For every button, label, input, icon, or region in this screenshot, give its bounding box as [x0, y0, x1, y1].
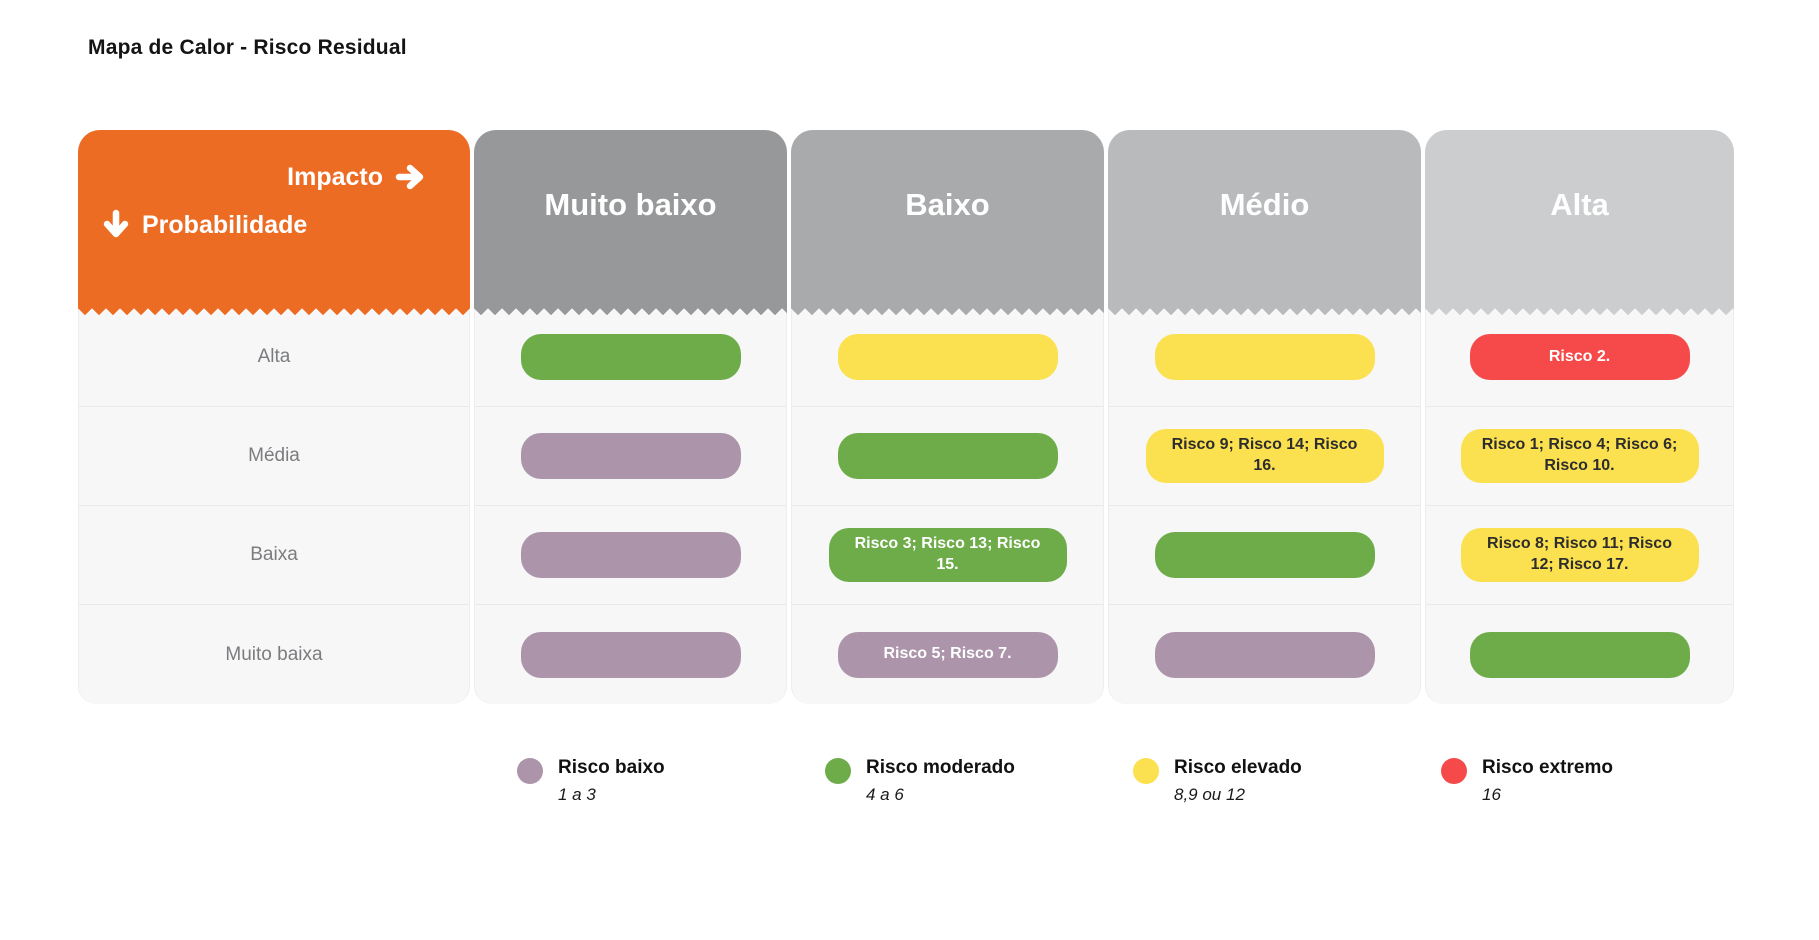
risk-pill — [837, 433, 1058, 479]
legend-label: Risco extremo — [1482, 757, 1613, 778]
risk-pill — [1154, 532, 1375, 578]
matrix-cell: Risco 1; Risco 4; Risco 6; Risco 10. — [1426, 407, 1733, 506]
legend-item-risco-moderado: Risco moderado 4 a 6 — [825, 757, 1133, 805]
matrix-corner-header: Impacto Probabilidade — [78, 130, 470, 315]
legend-dot — [1133, 758, 1159, 784]
probability-axis-label: Probabilidade — [142, 210, 308, 239]
matrix-cell — [475, 506, 786, 605]
legend: Risco baixo 1 a 3 Risco moderado 4 a 6 R… — [517, 757, 1749, 805]
impact-axis-header: Impacto — [78, 163, 470, 192]
risk-pill — [1469, 631, 1690, 678]
legend-dot — [1441, 758, 1467, 784]
risk-pill: Risco 3; Risco 13; Risco 15. — [828, 528, 1067, 582]
legend-range: 8,9 ou 12 — [1174, 784, 1245, 804]
matrix-cell — [1426, 605, 1733, 704]
row-label-cell: Média — [79, 407, 469, 506]
matrix-cell — [792, 308, 1103, 407]
matrix-body-column-medio: Risco 9; Risco 14; Risco 16. — [1108, 308, 1421, 704]
arrow-right-icon — [395, 164, 424, 190]
row-label-cell: Alta — [79, 308, 469, 407]
matrix-cell — [475, 407, 786, 506]
risk-pill — [1154, 631, 1375, 678]
risk-pill — [520, 532, 741, 578]
risk-pill: Risco 9; Risco 14; Risco 16. — [1145, 429, 1384, 483]
matrix-cell — [475, 605, 786, 704]
risk-pill — [520, 631, 741, 678]
row-label: Alta — [257, 346, 291, 367]
column-header-muito-baixo: Muito baixo — [474, 130, 787, 315]
row-label: Média — [248, 445, 300, 466]
legend-item-risco-baixo: Risco baixo 1 a 3 — [517, 757, 825, 805]
matrix-body-column-baixo: Risco 3; Risco 13; Risco 15. Risco 5; Ri… — [791, 308, 1104, 704]
legend-item-risco-elevado: Risco elevado 8,9 ou 12 — [1133, 757, 1441, 805]
impact-axis-label: Impacto — [287, 162, 383, 191]
legend-label: Risco elevado — [1174, 757, 1302, 778]
risk-pill — [837, 334, 1058, 380]
row-label: Muito baixa — [225, 643, 323, 665]
matrix-cell — [1109, 506, 1420, 605]
matrix-row-labels-column: Alta Média Baixa Muito baixa — [78, 308, 470, 704]
risk-matrix: Impacto Probabilidade Muito baixo Baixo … — [78, 130, 1734, 704]
matrix-cell — [475, 308, 786, 407]
arrow-down-icon — [103, 209, 129, 237]
risk-pill: Risco 1; Risco 4; Risco 6; Risco 10. — [1460, 429, 1699, 483]
column-header-label: Alta — [1550, 187, 1609, 223]
risk-pill — [1154, 334, 1375, 380]
column-header-baixo: Baixo — [791, 130, 1104, 315]
matrix-cell: Risco 2. — [1426, 308, 1733, 407]
matrix-cell: Risco 3; Risco 13; Risco 15. — [792, 506, 1103, 605]
matrix-cell: Risco 9; Risco 14; Risco 16. — [1109, 407, 1420, 506]
risk-pill — [520, 334, 741, 380]
risk-pill: Risco 8; Risco 11; Risco 12; Risco 17. — [1460, 528, 1699, 582]
risk-pill: Risco 5; Risco 7. — [837, 631, 1058, 678]
legend-dot — [825, 758, 851, 784]
matrix-body-column-muito-baixo — [474, 308, 787, 704]
column-header-medio: Médio — [1108, 130, 1421, 315]
risk-pill: Risco 2. — [1469, 334, 1690, 380]
legend-range: 1 a 3 — [558, 784, 596, 804]
matrix-cell — [1109, 308, 1420, 407]
row-label-cell: Baixa — [79, 506, 469, 605]
legend-range: 4 a 6 — [866, 784, 904, 804]
matrix-cell: Risco 5; Risco 7. — [792, 605, 1103, 704]
column-header-alta: Alta — [1425, 130, 1734, 315]
probability-axis-header: Probabilidade — [78, 209, 470, 242]
legend-range: 16 — [1482, 784, 1501, 804]
legend-dot — [517, 758, 543, 784]
risk-pill — [520, 433, 741, 479]
column-header-label: Médio — [1219, 187, 1310, 223]
column-header-label: Baixo — [905, 187, 990, 223]
column-header-label: Muito baixo — [544, 187, 717, 223]
legend-item-risco-extremo: Risco extremo 16 — [1441, 757, 1749, 805]
legend-label: Risco baixo — [558, 757, 665, 778]
legend-label: Risco moderado — [866, 757, 1015, 778]
row-label: Baixa — [250, 544, 298, 565]
row-label-cell: Muito baixa — [79, 605, 469, 704]
matrix-cell — [792, 407, 1103, 506]
matrix-cell: Risco 8; Risco 11; Risco 12; Risco 17. — [1426, 506, 1733, 605]
page-title: Mapa de Calor - Risco Residual — [88, 36, 407, 59]
matrix-body-column-alta: Risco 2. Risco 1; Risco 4; Risco 6; Risc… — [1425, 308, 1734, 704]
matrix-cell — [1109, 605, 1420, 704]
